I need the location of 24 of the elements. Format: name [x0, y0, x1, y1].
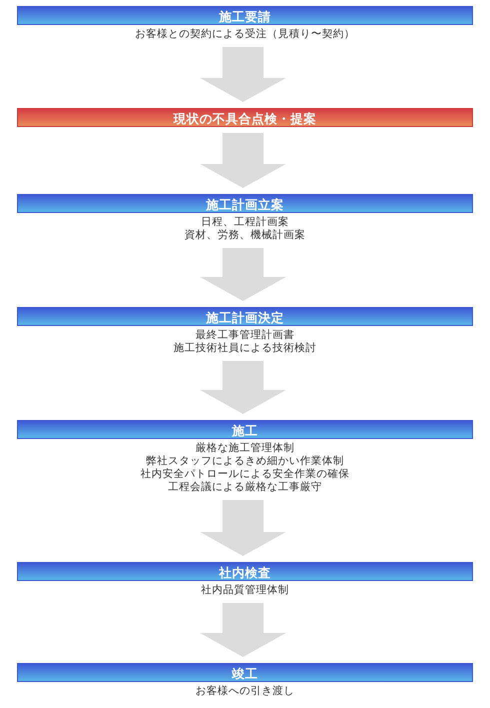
step-description: 厳格な施工管理体制	[194, 442, 296, 455]
step-description: 日程、工程計画案	[200, 216, 290, 229]
block-arrow	[200, 133, 286, 188]
step-description: 工程会議による厳格な工事厳守	[167, 481, 323, 494]
step-description: お客様への引き渡し	[196, 685, 294, 698]
step-header-bar: 竣工	[17, 663, 473, 682]
block-arrow	[200, 248, 286, 301]
step-header-bar: 社内検査	[17, 562, 473, 581]
step-header-bar: 現状の不具合点検・提案	[17, 108, 473, 127]
step-description: 弊社スタッフによるきめ細かい作業体制	[145, 455, 345, 468]
block-arrow	[200, 47, 286, 102]
block-arrow	[200, 603, 286, 657]
step-description: 社内品質管理体制	[201, 584, 289, 597]
step-header-bar: 施工	[17, 420, 473, 439]
step-description: 施工技術社員による技術検討	[174, 342, 316, 355]
step-header-bar: 施工計画立案	[17, 194, 473, 213]
step-header-bar: 施工要請	[17, 6, 473, 25]
block-arrow	[200, 361, 286, 414]
step-description: 最終工事管理計画書	[194, 329, 296, 342]
step-header-bar: 施工計画決定	[17, 307, 473, 326]
step-description: お客様との契約による受注（見積り〜契約）	[135, 28, 355, 41]
step-description: 資材、労務、機械計画案	[184, 229, 306, 242]
block-arrow	[200, 500, 286, 556]
step-description: 社内安全パトロールによる安全作業の確保	[140, 468, 350, 481]
